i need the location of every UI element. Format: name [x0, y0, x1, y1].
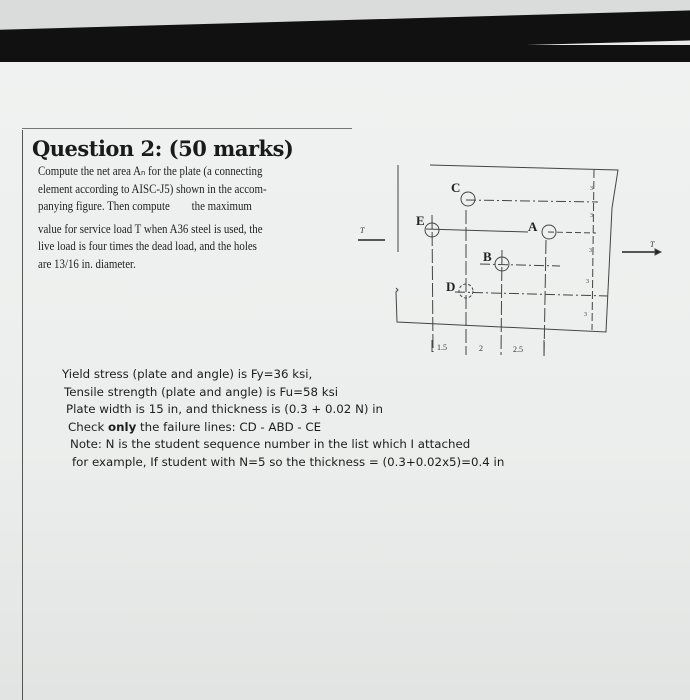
load-arrow-right-head: [654, 248, 663, 256]
hole-b: [494, 256, 510, 272]
question-line: element according to AISC-J5) shown in t…: [38, 181, 267, 196]
question-title: Question 2: (50 marks): [32, 136, 294, 161]
hole-d: [458, 283, 474, 299]
question-frame-left: [22, 130, 23, 700]
dimension-label: 2: [479, 344, 483, 353]
given-line-example: for example, If student with N=5 so the …: [72, 454, 505, 469]
question-line: are 13/16 in. diameter.: [38, 256, 136, 271]
question-frame-top: [22, 128, 352, 129]
document-page: [0, 62, 690, 700]
dimension-label: 2.5: [513, 345, 523, 354]
side-dimension-label: 3: [586, 279, 589, 285]
side-dimension-label: 3: [590, 213, 593, 219]
hole-label-b: B: [483, 249, 492, 264]
gauge-line-ea: [425, 228, 529, 233]
gauge-line-d: [454, 291, 609, 297]
side-dimension-label: 3: [584, 312, 587, 318]
given-line-tensile: Tensile strength (plate and angle) is Fu…: [64, 384, 339, 399]
pitch-line-a: [543, 239, 547, 359]
load-label-left: T: [360, 226, 365, 235]
gauge-line-b: [479, 263, 561, 267]
given-data: Yield stress (plate and angle) is Fy=36 …: [62, 366, 504, 471]
hole-c: [460, 191, 476, 207]
side-dimension-line: [591, 169, 595, 331]
gauge-line-a: [547, 231, 597, 234]
load-label-right: T: [650, 240, 655, 249]
hole-e: [424, 222, 440, 238]
plate-outline: [395, 164, 619, 333]
monitor-bezel-lower: [0, 45, 690, 65]
gauge-line-c: [465, 199, 599, 203]
question-line: value for service load T when A36 steel …: [38, 221, 263, 236]
question-body: Compute the net area Aₙ for the plate (a…: [38, 163, 337, 273]
given-line-check: Check only the failure lines: CD - ABD -…: [68, 419, 322, 434]
side-dimension-label: 3: [589, 248, 592, 254]
given-line-note: Note: N is the student sequence number i…: [70, 437, 471, 451]
dimension-label: 1.5: [437, 343, 447, 352]
given-line-plate: Plate width is 15 in, and thickness is (…: [66, 402, 383, 416]
hole-label-c: C: [451, 180, 460, 195]
side-dimension-label: 3: [590, 186, 593, 192]
question-line: Compute the net area Aₙ for the plate (a…: [38, 164, 263, 178]
pitch-line-b: [500, 249, 503, 356]
given-line-yield: Yield stress (plate and angle) is Fy=36 …: [62, 367, 313, 381]
question-line: panying figure. Then compute the maximum: [38, 199, 252, 213]
hole-label-e: E: [416, 213, 425, 228]
pitch-line-e: [431, 214, 434, 353]
hole-label-d: D: [446, 279, 455, 294]
hole-label-a: A: [528, 219, 538, 234]
question-line: live load is four times the dead load, a…: [38, 239, 257, 253]
hole-a: [541, 224, 557, 240]
